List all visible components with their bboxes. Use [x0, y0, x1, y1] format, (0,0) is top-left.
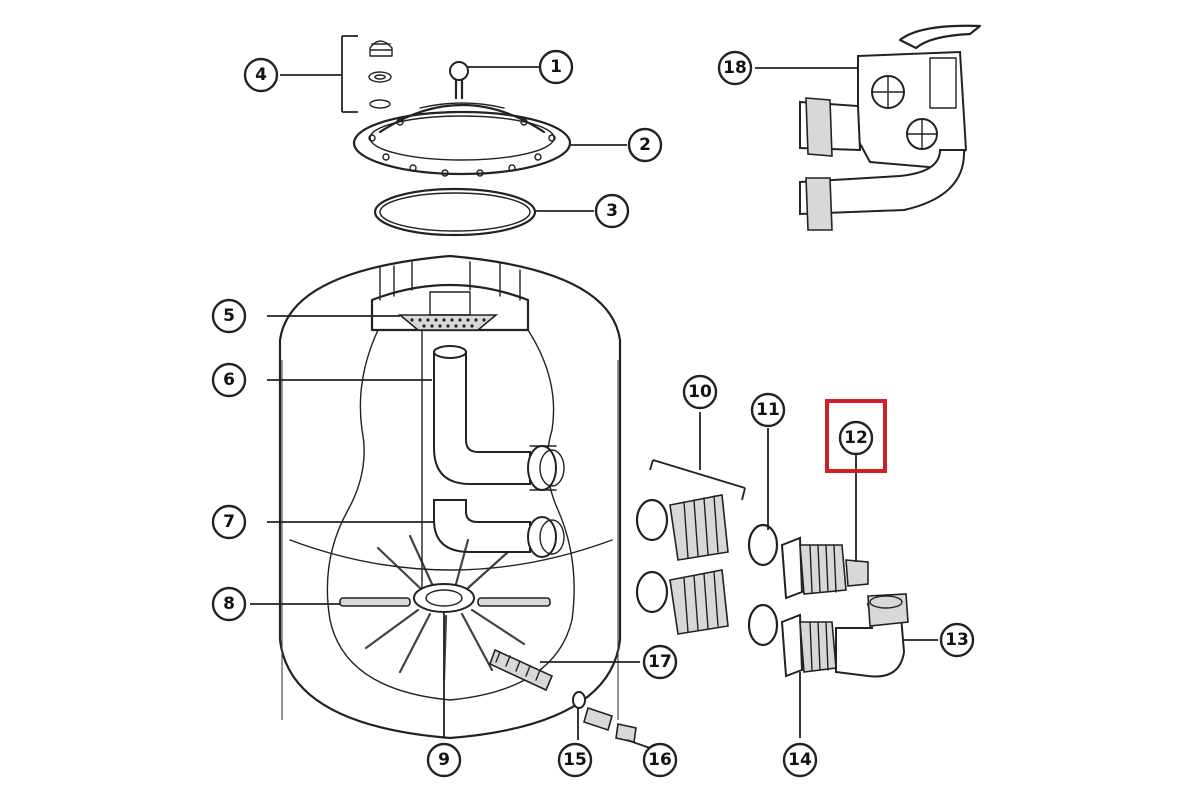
svg-text:3: 3: [606, 201, 618, 221]
callout-13: 13: [939, 622, 975, 658]
svg-text:1: 1: [550, 57, 562, 77]
svg-text:7: 7: [223, 512, 235, 532]
callout-2: 2: [627, 127, 663, 163]
callout-1: 1: [538, 49, 574, 85]
part-14-union: [780, 613, 837, 738]
callout-7: 7: [211, 504, 247, 540]
callout-3: 3: [594, 193, 630, 229]
svg-text:2: 2: [639, 135, 651, 155]
part-12-union: [780, 455, 869, 600]
part-4-lid-fittings: [280, 35, 393, 113]
svg-text:14: 14: [788, 750, 812, 770]
svg-text:5: 5: [223, 306, 235, 326]
callout-16: 16: [642, 742, 678, 778]
callout-12: 12: [838, 420, 874, 456]
part-8-laterals: [250, 534, 551, 682]
part-5-top-diffuser: [267, 291, 499, 331]
callout-17: 17: [642, 644, 678, 680]
callout-5: 5: [211, 298, 247, 334]
callout-18: 18: [717, 50, 753, 86]
part-16-drain-plug: [583, 706, 651, 749]
callout-12-highlight: [825, 399, 887, 473]
svg-text:10: 10: [688, 382, 712, 402]
svg-text:15: 15: [563, 750, 587, 770]
part-2-dome-lid: [352, 102, 627, 177]
svg-text:17: 17: [648, 652, 672, 672]
part-10-adapters: [635, 412, 746, 635]
svg-text:4: 4: [255, 65, 267, 85]
callout-4: 4: [243, 57, 279, 93]
part-15-drain-fitting: [572, 691, 586, 740]
part-11-gaskets: [747, 428, 779, 647]
svg-text:18: 18: [723, 58, 747, 78]
callout-9: 9: [426, 742, 462, 778]
svg-text:16: 16: [648, 750, 672, 770]
svg-text:12: 12: [844, 428, 868, 448]
part-6-upper-pipe: [267, 329, 565, 601]
callout-8: 8: [211, 586, 247, 622]
part-3-o-ring: [373, 187, 594, 237]
callout-6: 6: [211, 362, 247, 398]
part-7-lower-pipe: [267, 499, 565, 558]
part-18-multiport-valve: [755, 24, 982, 231]
part-17-drain-pipe: [489, 648, 640, 692]
callout-10: 10: [682, 374, 718, 410]
svg-text:9: 9: [438, 750, 450, 770]
svg-text:6: 6: [223, 370, 235, 390]
callout-14: 14: [782, 742, 818, 778]
svg-text:8: 8: [223, 594, 235, 614]
callout-15: 15: [557, 742, 593, 778]
svg-text:11: 11: [756, 400, 780, 420]
part-13-elbow: [835, 593, 938, 678]
svg-text:13: 13: [945, 630, 969, 650]
part-1-knob: [449, 61, 540, 100]
tank-body: [278, 254, 622, 740]
callout-11: 11: [750, 392, 786, 428]
